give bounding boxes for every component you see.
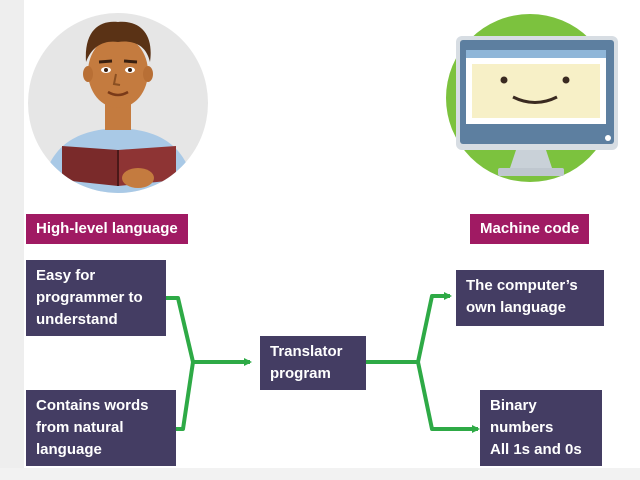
box-text-line: language: [36, 441, 102, 458]
box-text-line: programmer to: [36, 289, 143, 306]
arrow-input-1: [166, 296, 252, 366]
box-text-line: program: [270, 365, 331, 382]
box-text-line: Translator: [270, 343, 343, 360]
left-edge-strip: [0, 0, 24, 468]
box-text-line: own language: [466, 299, 567, 316]
box-text-line: Binary: [490, 397, 537, 414]
output-box-computers-own-language: The computer’s own language: [456, 270, 604, 326]
box-text-line: understand: [36, 311, 118, 328]
box-text-line: The computer’s: [466, 277, 578, 294]
input-box-easy-for-programmer: Easy for programmer to understand: [26, 260, 166, 336]
box-text-line: Contains words: [36, 397, 149, 414]
translator-program-box: Translator program: [260, 336, 366, 390]
box-text-line: from natural: [36, 419, 124, 436]
output-box-binary-numbers: Binary numbers All 1s and 0s: [480, 390, 602, 466]
input-box-contains-natural-words: Contains words from natural language: [26, 390, 176, 466]
arrow-input-2: [176, 361, 195, 431]
box-text-line: numbers: [490, 419, 554, 436]
box-text-line: All 1s and 0s: [490, 441, 582, 458]
machine-code-tag: Machine code: [470, 214, 590, 244]
high-level-language-tag: High-level language: [26, 214, 188, 244]
arrow-output-2: [416, 361, 480, 433]
arrow-output-1: [366, 292, 452, 364]
bottom-edge-strip: [0, 468, 640, 480]
box-text-line: Easy for: [36, 267, 96, 284]
